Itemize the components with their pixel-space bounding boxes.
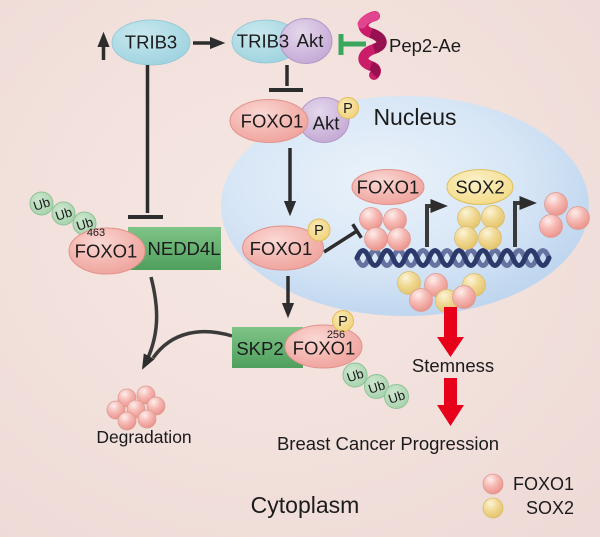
foxo1-akt-complex: FOXO1 Akt P — [229, 97, 359, 143]
trib3-node — [111, 19, 191, 66]
dna-helix-icon — [354, 248, 552, 268]
mixed-protein-dots — [397, 271, 486, 313]
foxo1-nedd4l-node — [68, 227, 146, 275]
pep2ae-inhibits-complex — [338, 34, 366, 55]
svg-text:Akt: Akt — [313, 113, 340, 134]
stemness-label: Stemness — [412, 355, 494, 376]
svg-text:P: P — [314, 223, 324, 239]
red-arrow-progression — [437, 378, 464, 426]
svg-text:NEDD4L: NEDD4L — [148, 238, 221, 259]
cytoplasm-label: Cytoplasm — [251, 492, 360, 518]
svg-text:FOXO1: FOXO1 — [250, 238, 313, 259]
svg-text:Ub: Ub — [386, 387, 406, 406]
trib3-akt-complex: TRIB3 Akt — [231, 18, 333, 64]
trib3-label: TRIB3 — [125, 32, 177, 53]
phospho-badge — [332, 310, 354, 332]
svg-text:P: P — [338, 314, 348, 330]
foxo1-protein-dots — [359, 207, 411, 251]
svg-text:SKP2: SKP2 — [236, 338, 283, 359]
foxo1-skp2-node — [284, 324, 363, 369]
arrow-skp2-to-degradation — [151, 329, 233, 360]
svg-text:Ub: Ub — [53, 204, 73, 223]
nucleus-label: Nucleus — [373, 104, 456, 130]
svg-text:Ub: Ub — [31, 194, 51, 213]
legend-sox2-label: SOX2 — [526, 498, 574, 518]
degradation-dots — [106, 385, 166, 431]
svg-text:Ub: Ub — [74, 214, 94, 233]
svg-text:Akt: Akt — [297, 30, 324, 51]
nedd4l-complex: NEDD4L Ub Ub Ub FOXO1 463 — [29, 191, 221, 275]
ubiquitin-chain-bottom: Ub Ub Ub — [342, 362, 409, 409]
svg-text:P: P — [343, 101, 353, 117]
trib3akt-inhibits-foxo1akt — [269, 65, 303, 92]
site-256: 256 — [327, 329, 345, 341]
svg-text:FOXO1: FOXO1 — [241, 111, 304, 132]
degradation-label: Degradation — [96, 427, 191, 447]
phospho-badge — [337, 97, 359, 119]
legend-foxo1-label: FOXO1 — [513, 474, 574, 494]
pep2ae-ribbon-icon — [357, 11, 387, 80]
legend-foxo1-dot — [482, 473, 504, 495]
skp2-complex: SKP2 FOXO1 P 256 Ub Ub Ub — [232, 310, 409, 409]
svg-text:TRIB3: TRIB3 — [237, 31, 289, 52]
foxo1-phospho-node: FOXO1 P — [242, 218, 331, 271]
svg-text:FOXO1: FOXO1 — [75, 241, 138, 262]
arrow-nedd4l-to-degradation — [141, 276, 159, 370]
ubiquitin-chain-left: Ub Ub Ub — [29, 191, 97, 236]
foxo1-dots-inhibition — [323, 223, 363, 254]
red-arrow-stemness — [437, 307, 464, 357]
transcription-arrow-sox2 — [425, 199, 448, 247]
site-463: 463 — [87, 227, 105, 239]
svg-text:FOXO1: FOXO1 — [293, 338, 356, 359]
sox2-gene-node — [446, 169, 514, 205]
svg-text:Ub: Ub — [366, 377, 386, 396]
svg-text:Ub: Ub — [345, 366, 365, 385]
pep2ae-label: Pep2-Ae — [389, 35, 461, 56]
legend: FOXO1 SOX2 — [482, 473, 574, 519]
foxo1-gene-node — [351, 169, 425, 205]
foxo1-gene-label: FOXO1 — [357, 177, 420, 198]
foxo1-output-dots — [539, 192, 590, 238]
sox2-gene-label: SOX2 — [455, 177, 504, 198]
trib3-inhibits-nedd4l — [128, 65, 163, 219]
phospho-badge — [307, 218, 331, 242]
sox2-protein-dots — [454, 205, 505, 250]
progression-label: Breast Cancer Progression — [277, 433, 499, 454]
legend-sox2-dot — [482, 497, 504, 519]
transcription-arrow-foxo1 — [513, 196, 537, 247]
